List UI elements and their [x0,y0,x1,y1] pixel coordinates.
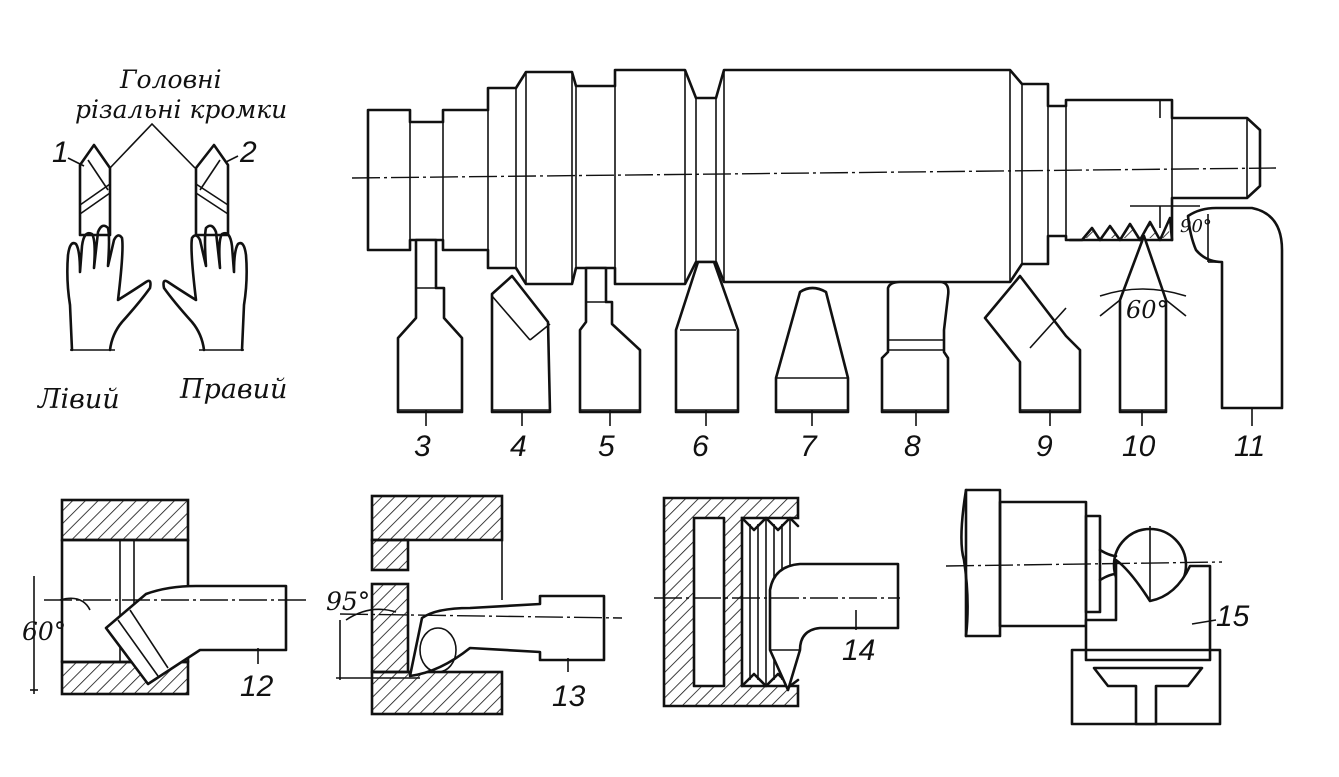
tool-number-7: 7 [800,430,818,463]
tool-number-13: 13 [552,680,586,713]
angle-label-90: 90° [1180,216,1212,237]
tool-number-10: 10 [1122,430,1156,463]
tool-7 [774,286,850,414]
tool-9 [983,274,1082,414]
tool-number-14: 14 [842,634,875,667]
tool-number-9: 9 [1036,430,1053,463]
tool-number-5: 5 [598,430,615,463]
angle-arc-60 [1099,288,1187,297]
caption-line-2: різальні кромки [75,95,287,124]
tool-number-1: 1 [52,136,69,169]
tool-10: 60° [1068,205,1200,414]
right-cutter [194,143,230,237]
tool-8 [880,280,950,414]
tool-11: 90° [1180,206,1284,410]
angle-label-60: 60° [1126,296,1169,324]
left-hand [66,224,152,352]
caption-leader [109,122,196,169]
left-cutter [78,143,112,237]
shaft-axis [351,167,1277,179]
caption-line-1: Головні [119,65,222,94]
right-label: Правий [179,374,287,405]
tool-number-3: 3 [414,430,431,463]
stepped-shaft [351,68,1277,286]
tool-number-row: 3 4 5 6 7 8 9 10 11 [398,407,1282,463]
tool-3 [396,238,464,414]
angle-label-95: 95° [326,587,370,616]
tool-6 [674,260,740,414]
tool-4 [490,274,552,414]
tool-5 [578,266,642,414]
tool-14: 14 [654,496,900,708]
tool-13: 95° 13 [326,494,623,716]
hand-rule-group: Головні різальні кромки 1 2 [36,65,287,415]
right-hand [162,224,248,352]
tool-number-11: 11 [1234,430,1265,463]
tool-number-2: 2 [239,136,257,169]
left-label: Лівий [36,384,120,415]
tool-12: 60° 12 [22,498,306,703]
tool-number-12: 12 [240,670,274,703]
tool-number-6: 6 [692,430,709,463]
tool-15: 15 [945,488,1250,726]
tool-number-15: 15 [1216,600,1250,633]
angle-label-bore-60: 60° [22,617,66,646]
tool-number-8: 8 [904,430,921,463]
tool-number-4: 4 [510,430,527,463]
